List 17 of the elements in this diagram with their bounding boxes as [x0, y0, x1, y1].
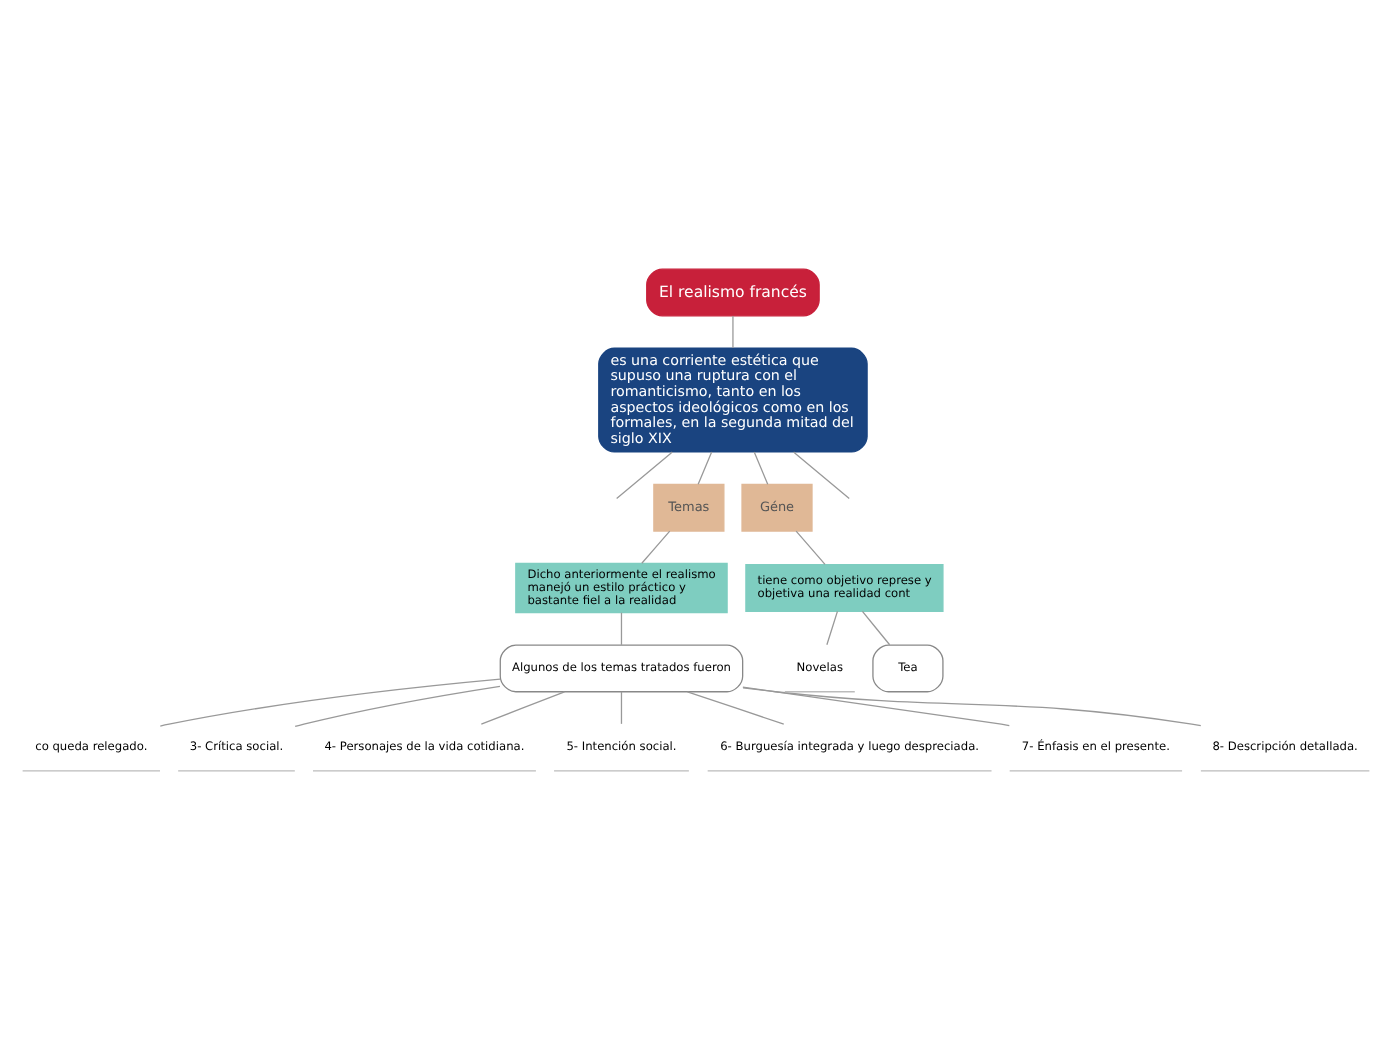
connector	[480, 691, 566, 725]
connector	[620, 691, 623, 725]
connector	[616, 451, 673, 500]
connector	[826, 610, 839, 646]
connector	[159, 678, 501, 727]
connector	[753, 451, 769, 485]
connector	[742, 687, 1202, 727]
connector	[742, 686, 1010, 727]
connector	[732, 315, 734, 349]
connector	[792, 451, 850, 500]
connector	[697, 451, 713, 485]
connector	[641, 530, 671, 564]
connector	[861, 610, 891, 646]
connector	[620, 612, 623, 646]
connector	[686, 691, 785, 725]
connector	[795, 530, 826, 565]
connector	[294, 685, 501, 728]
